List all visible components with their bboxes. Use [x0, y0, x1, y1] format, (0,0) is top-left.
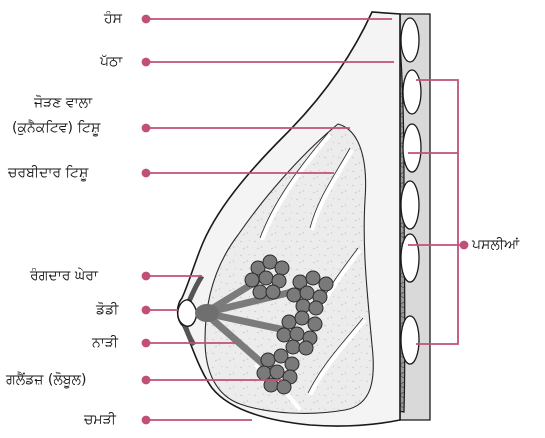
label-duct: ਨਾੜੀ — [92, 334, 118, 352]
label-connective-line2: (ਕੁਨੈਕਟਿਵ) ਟਿਸ਼ੂ — [12, 119, 100, 137]
label-skin: ਚਮੜੀ — [84, 411, 116, 429]
label-nipple: ਡੋਡੀ — [96, 301, 118, 319]
nipple — [178, 300, 197, 326]
label-hans: ਹੰਸ — [104, 10, 122, 28]
label-pattha: ਪੱਠਾ — [100, 53, 122, 71]
label-connective-line1: ਜੋੜਣ ਵਾਲਾ — [34, 94, 92, 112]
duct-sinus — [195, 304, 219, 322]
label-areola: ਰੰਗਦਾਰ ਘੇਰਾ — [30, 267, 98, 285]
label-fatty-tissue: ਚਰਬੀਦਾਰ ਟਿਸ਼ੂ — [8, 164, 88, 182]
label-ribs: ਪਸਲੀਆਂ — [472, 236, 519, 254]
label-glands: ਗਲੈਂਡਜ਼ (ਲੋਬੂਲ) — [6, 371, 86, 389]
